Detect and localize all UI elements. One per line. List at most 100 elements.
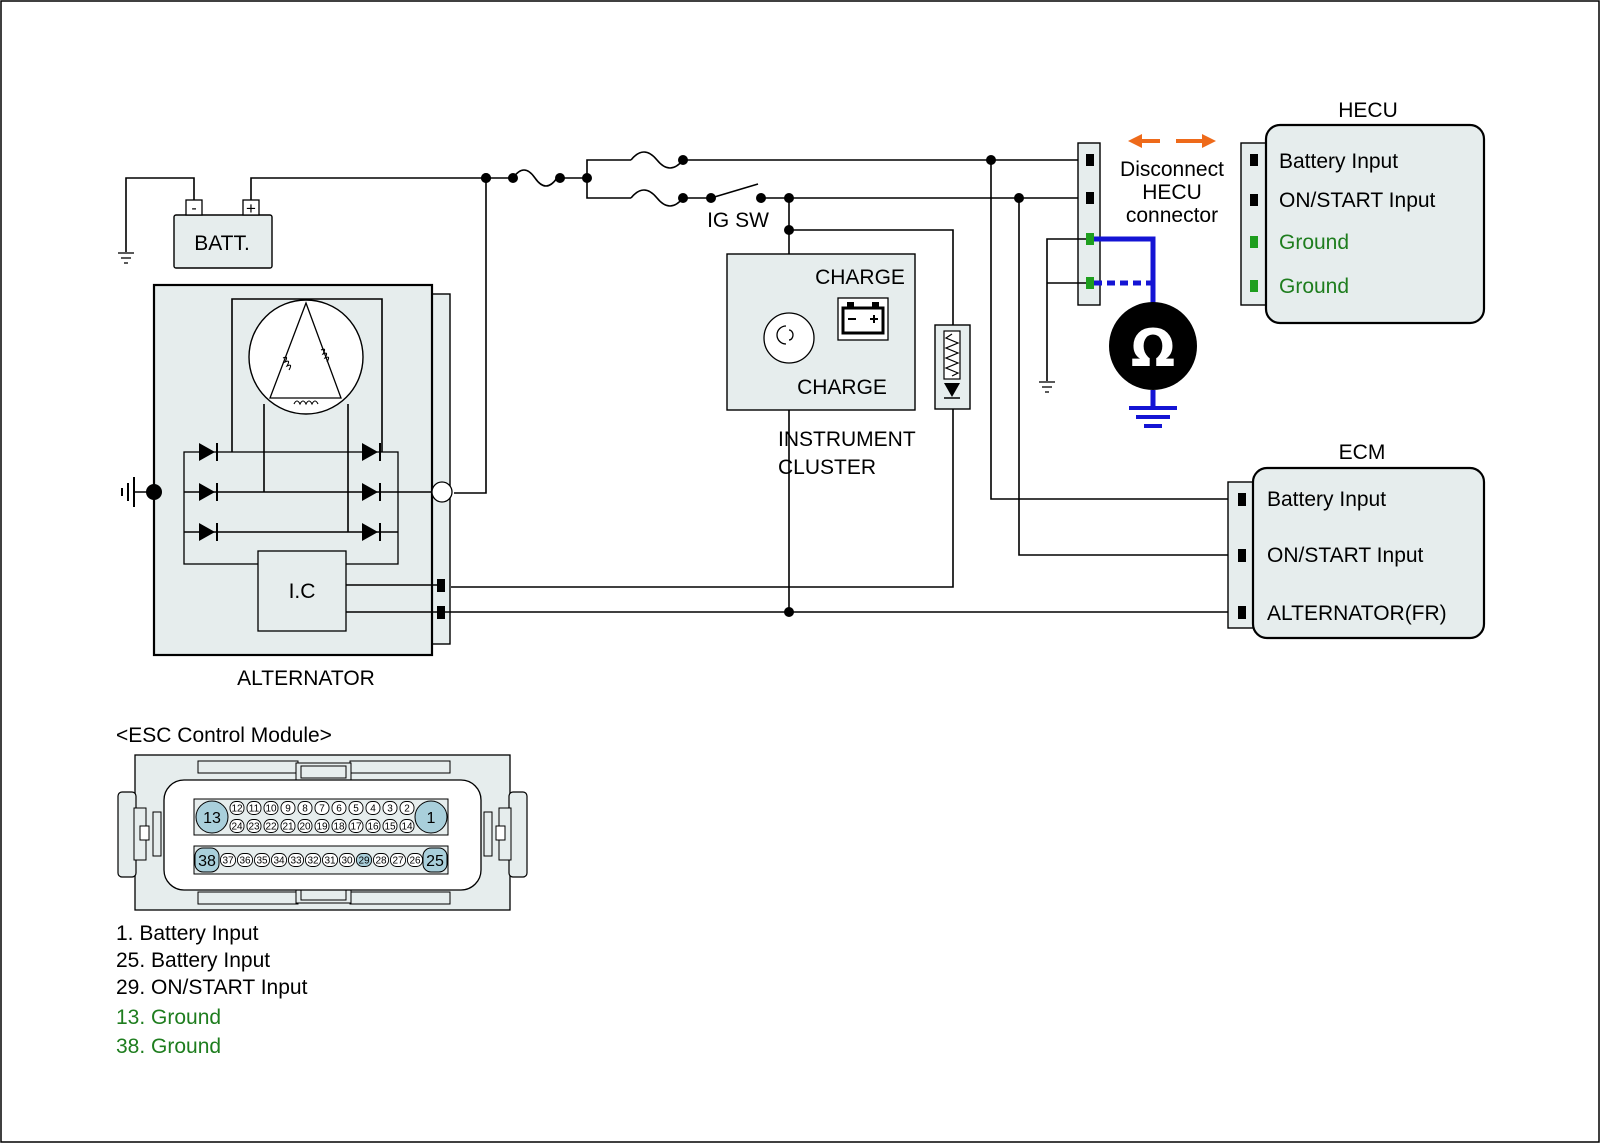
hecu-pin-ground-1: Ground	[1279, 231, 1349, 254]
esc-pin-3	[382, 801, 398, 815]
esc-pin-label: 18	[333, 822, 345, 833]
esc-pin-label: 16	[367, 822, 379, 833]
esc-pin-34	[271, 853, 287, 867]
ohmmeter: Ω	[1094, 236, 1197, 428]
esc-pin-label: 37	[222, 856, 234, 867]
esc-pin-label: 2	[404, 804, 410, 815]
esc-pin-1	[414, 800, 448, 834]
disconnect-text-2: HECU	[1142, 181, 1202, 204]
esc-pin-label: 21	[282, 822, 294, 833]
esc-pin-6	[331, 801, 347, 815]
charge-battery-icon	[837, 297, 889, 341]
charge-label-bottom: CHARGE	[797, 376, 887, 399]
esc-pin-label: 34	[273, 856, 285, 867]
ig-sw-label: IG SW	[707, 209, 769, 232]
ohm-symbol-icon: Ω	[1131, 319, 1175, 379]
esc-pin-label: 27	[392, 856, 404, 867]
instrument-label: INSTRUMENT	[778, 428, 916, 451]
ecm-pin-battery-input: Battery Input	[1267, 488, 1386, 511]
esc-pin-label: 22	[265, 822, 277, 833]
ignition-switch	[706, 183, 766, 203]
esc-pin-27	[390, 853, 406, 867]
esc-pin-5	[348, 801, 364, 815]
esc-pin-label: 32	[307, 856, 319, 867]
esc-pin-19	[314, 819, 330, 833]
esc-pin-36	[237, 853, 253, 867]
battery-minus: -	[191, 200, 196, 217]
hecu-module: HECU Battery Input ON/START Input Ground…	[1240, 99, 1486, 325]
esc-legend: 1. Battery Input 25. Battery Input 29. O…	[116, 922, 308, 1058]
esc-pin-21	[280, 819, 296, 833]
ground-icon	[118, 252, 134, 264]
esc-pin-12	[229, 801, 245, 815]
disconnect-text-3: connector	[1126, 204, 1218, 227]
esc-legend-item: 38. Ground	[116, 1035, 221, 1058]
esc-pin-14	[399, 819, 415, 833]
esc-pin-label: 7	[319, 804, 325, 815]
esc-pin-label: 26	[409, 856, 421, 867]
esc-pin-23	[246, 819, 262, 833]
disconnect-text-1: Disconnect	[1120, 158, 1224, 181]
disconnect-arrow-icon	[1128, 134, 1216, 148]
warning-lamp-icon	[763, 312, 815, 364]
esc-pin-label: 23	[248, 822, 260, 833]
esc-pin-label: 13	[203, 810, 221, 827]
ground-icon	[1039, 381, 1055, 393]
battery-label: BATT.	[194, 232, 250, 255]
instrument-cluster: CHARGE CHARGE	[726, 253, 916, 411]
resistor-diode-module	[934, 324, 971, 410]
esc-pin-label: 4	[370, 804, 376, 815]
ecm-title: ECM	[1339, 441, 1386, 464]
esc-pin-label: 9	[285, 804, 291, 815]
esc-pin-label: 11	[249, 804, 260, 815]
esc-pin-10	[263, 801, 279, 815]
esc-pin-label: 6	[336, 804, 342, 815]
esc-pin-16	[365, 819, 381, 833]
esc-title: <ESC Control Module>	[116, 724, 332, 747]
esc-pin-label: 25	[426, 853, 444, 870]
esc-pin-label: 15	[384, 822, 396, 833]
hecu-pin-battery-input: Battery Input	[1279, 150, 1398, 173]
esc-pin-24	[229, 819, 245, 833]
esc-legend-item: 1. Battery Input	[116, 922, 259, 945]
cluster-label: CLUSTER	[778, 456, 876, 479]
esc-pin-label: 12	[231, 804, 243, 815]
hecu-pin-on-start-input: ON/START Input	[1279, 189, 1436, 212]
esc-pin-8	[297, 801, 313, 815]
esc-legend-item: 29. ON/START Input	[116, 976, 308, 999]
esc-pin-29	[356, 853, 372, 867]
esc-pin-label: 29	[358, 856, 370, 867]
esc-pin-11	[246, 801, 262, 815]
esc-pin-17	[348, 819, 364, 833]
esc-pin-label: 30	[341, 856, 353, 867]
alternator: I.C	[121, 283, 453, 657]
esc-pin-18	[331, 819, 347, 833]
esc-pin-9	[280, 801, 296, 815]
esc-pin-label: 10	[265, 804, 277, 815]
battery-plus: +	[246, 199, 256, 218]
hecu-title: HECU	[1338, 99, 1398, 122]
ic-label: I.C	[289, 580, 316, 603]
esc-pin-label: 35	[256, 856, 268, 867]
esc-pin-label: 8	[302, 804, 308, 815]
esc-pin-label: 20	[299, 822, 311, 833]
battery: BATT. - +	[173, 199, 273, 269]
harness-connector	[1077, 142, 1101, 306]
esc-pin-13	[195, 800, 229, 834]
esc-pin-label: 5	[353, 804, 359, 815]
hecu-pin-ground-2: Ground	[1279, 275, 1349, 298]
esc-pin-label: 17	[350, 822, 362, 833]
esc-pin-2	[399, 801, 415, 815]
ecm-pin-on-start-input: ON/START Input	[1267, 544, 1424, 567]
esc-pin-31	[322, 853, 338, 867]
esc-pin-37	[220, 853, 236, 867]
esc-pin-28	[373, 853, 389, 867]
esc-pin-label: 36	[239, 856, 251, 867]
esc-pin-label: 19	[316, 822, 328, 833]
ecm-module: ECM Battery Input ON/START Input ALTERNA…	[1227, 441, 1486, 640]
esc-pin-22	[263, 819, 279, 833]
ecm-pin-alternator-fr: ALTERNATOR(FR)	[1267, 602, 1447, 625]
